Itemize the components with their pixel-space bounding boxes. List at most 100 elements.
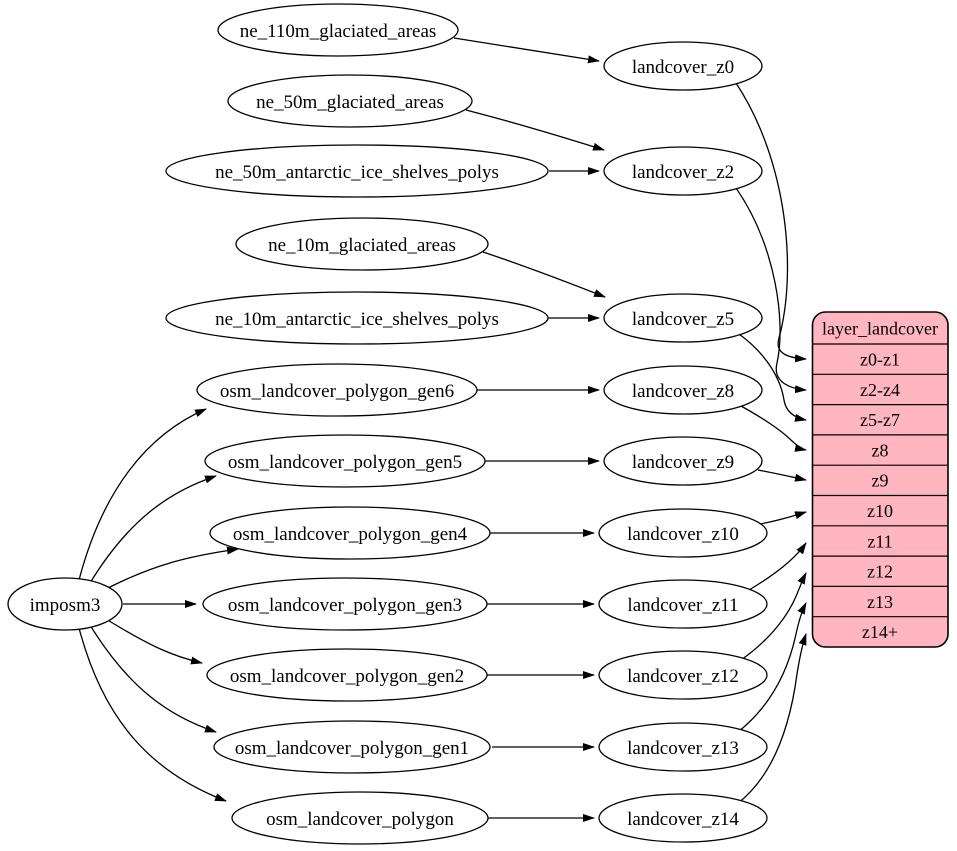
node-landcover-z2-shape [603, 146, 763, 196]
node-ne-110m-glaciated-areas-shape [217, 3, 459, 57]
node-imposm3-shape [7, 577, 123, 631]
node-osm-landcover-polygon-gen1-label: osm_landcover_polygon_gen1 [235, 738, 469, 759]
node-landcover-z10-shape [598, 508, 768, 558]
node-landcover-z11-shape [598, 579, 768, 629]
edge-imposm3-to-polygon [78, 627, 227, 802]
node-landcover-z12: landcover_z12 [598, 650, 768, 700]
node-landcover-z10: landcover_z10 [598, 508, 768, 558]
table-row-z0-z1: z0-z1 [860, 350, 900, 370]
table-row-z12: z12 [867, 562, 893, 582]
node-ne-50m-glaciated-areas-shape [227, 74, 473, 128]
table-row-z11: z11 [867, 531, 892, 551]
edge-z10-to-row-z10 [759, 511, 807, 525]
edge-z13-to-row-z13 [737, 602, 807, 733]
node-landcover-z14-shape [598, 793, 768, 843]
node-landcover-z8: landcover_z8 [603, 365, 763, 415]
table-title: layer_landcover [822, 319, 938, 339]
node-ne-50m-antarctic-ice-shelves-polys-shape [165, 144, 549, 198]
node-ne-10m-glaciated-areas-shape [235, 217, 489, 271]
node-landcover-z5-label: landcover_z5 [632, 309, 734, 330]
node-landcover-z0-shape [603, 41, 763, 91]
edge-z5-to-row-z5-z7 [738, 333, 807, 422]
node-landcover-z12-label: landcover_z12 [627, 666, 739, 687]
node-imposm3: imposm3 [7, 577, 123, 631]
table-row-z10: z10 [867, 501, 893, 521]
node-osm-landcover-polygon-label: osm_landcover_polygon [266, 809, 454, 830]
node-ne-10m-glaciated-areas: ne_10m_glaciated_areas [235, 217, 489, 271]
node-osm-landcover-polygon-gen3-label: osm_landcover_polygon_gen3 [228, 595, 462, 616]
node-landcover-z12-shape [598, 650, 768, 700]
node-landcover-z13-label: landcover_z13 [627, 738, 739, 759]
node-landcover-z13-shape [598, 722, 768, 772]
table-row-z13: z13 [867, 592, 893, 612]
node-osm-landcover-polygon-gen3-shape [202, 577, 488, 631]
node-landcover-z8-label: landcover_z8 [632, 381, 734, 402]
edge-z8-to-row-z8 [740, 405, 807, 452]
node-landcover-z2: landcover_z2 [603, 146, 763, 196]
edge-imposm3-to-gen1 [89, 624, 217, 733]
node-landcover-z5: landcover_z5 [603, 293, 763, 343]
edge-z2-to-row-z2-z4 [735, 187, 807, 394]
edge-z0-to-row-z0-z1 [735, 82, 807, 363]
node-landcover-z14-label: landcover_z14 [627, 809, 739, 830]
table-row-z14plus: z14+ [862, 622, 898, 642]
edge-ne10m-to-z5 [482, 251, 606, 298]
edge-ne50m-to-z2 [465, 109, 605, 151]
table-row-z9: z9 [872, 471, 889, 491]
node-ne-10m-antarctic-ice-shelves-polys-shape [165, 291, 549, 345]
node-ne-50m-antarctic-ice-shelves-polys-label: ne_50m_antarctic_ice_shelves_polys [215, 162, 499, 183]
node-landcover-z9-label: landcover_z9 [632, 452, 734, 473]
node-landcover-z2-label: landcover_z2 [632, 162, 734, 183]
node-landcover-z11-label: landcover_z11 [627, 595, 738, 616]
edge-imposm3-to-gen2 [105, 618, 203, 665]
edge-z14-to-row-z14plus [736, 633, 807, 805]
table-row-z5-z7: z5-z7 [860, 410, 900, 430]
node-osm-landcover-polygon-gen4: osm_landcover_polygon_gen4 [209, 506, 491, 560]
table-row-z8: z8 [872, 440, 889, 460]
edge-imposm3-to-gen4 [105, 546, 239, 590]
node-osm-landcover-polygon-gen2-shape [206, 648, 488, 702]
node-ne-10m-glaciated-areas-label: ne_10m_glaciated_areas [268, 235, 456, 256]
node-landcover-z0: landcover_z0 [603, 41, 763, 91]
node-osm-landcover-polygon-gen5-shape [204, 434, 486, 488]
node-ne-110m-glaciated-areas-label: ne_110m_glaciated_areas [240, 21, 437, 42]
node-landcover-z9-shape [603, 436, 763, 486]
layer-landcover-table-body [811, 311, 949, 648]
node-osm-landcover-polygon-gen4-shape [209, 506, 491, 560]
node-imposm3-label: imposm3 [30, 595, 101, 616]
node-ne-50m-antarctic-ice-shelves-polys: ne_50m_antarctic_ice_shelves_polys [165, 144, 549, 198]
node-ne-10m-antarctic-ice-shelves-polys: ne_10m_antarctic_ice_shelves_polys [165, 291, 549, 345]
node-landcover-z5-shape [603, 293, 763, 343]
node-osm-landcover-polygon: osm_landcover_polygon [231, 791, 489, 845]
node-ne-110m-glaciated-areas: ne_110m_glaciated_areas [217, 3, 459, 57]
node-osm-landcover-polygon-gen6-label: osm_landcover_polygon_gen6 [220, 381, 454, 402]
node-landcover-z0-label: landcover_z0 [632, 57, 734, 78]
node-landcover-z14: landcover_z14 [598, 793, 768, 843]
node-osm-landcover-polygon-shape [231, 791, 489, 845]
node-landcover-z11: landcover_z11 [598, 579, 768, 629]
node-osm-landcover-polygon-gen5-label: osm_landcover_polygon_gen5 [228, 452, 462, 473]
node-landcover-z8-shape [603, 365, 763, 415]
edge-z11-to-row-z11 [748, 542, 807, 591]
layer-landcover-table: layer_landcover z0-z1 z2-z4 z5-z7 z8 z9 … [811, 311, 949, 648]
node-osm-landcover-polygon-gen3: osm_landcover_polygon_gen3 [202, 577, 488, 631]
node-osm-landcover-polygon-gen2-label: osm_landcover_polygon_gen2 [230, 666, 464, 687]
edge-group [78, 37, 807, 822]
edge-imposm3-to-gen6 [78, 408, 207, 581]
node-ne-50m-glaciated-areas: ne_50m_glaciated_areas [227, 74, 473, 128]
node-osm-landcover-polygon-gen2: osm_landcover_polygon_gen2 [206, 648, 488, 702]
node-landcover-z9: landcover_z9 [603, 436, 763, 486]
node-osm-landcover-polygon-gen5: osm_landcover_polygon_gen5 [204, 434, 486, 488]
node-osm-landcover-polygon-gen4-label: osm_landcover_polygon_gen4 [233, 524, 468, 545]
node-osm-landcover-polygon-gen6: osm_landcover_polygon_gen6 [196, 363, 478, 417]
table-row-z2-z4: z2-z4 [860, 380, 900, 400]
edge-z12-to-row-z12 [740, 572, 807, 661]
node-osm-landcover-polygon-gen1-shape [213, 720, 491, 774]
edge-ne110m-to-z0 [453, 37, 600, 64]
node-landcover-z13: landcover_z13 [598, 722, 768, 772]
node-osm-landcover-polygon-gen6-shape [196, 363, 478, 417]
node-landcover-z10-label: landcover_z10 [627, 524, 739, 545]
node-ne-10m-antarctic-ice-shelves-polys-label: ne_10m_antarctic_ice_shelves_polys [215, 309, 499, 330]
